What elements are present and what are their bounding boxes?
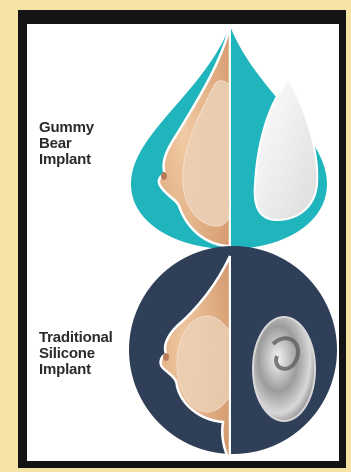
gummy-bear-implant-label: Gummy Bear Implant <box>39 120 94 168</box>
implant-diagram <box>27 24 339 461</box>
image-frame: Gummy Bear Implant Traditional Silicone … <box>18 10 346 468</box>
silicone-implant-side-view <box>177 316 237 412</box>
nipple-bottom <box>163 353 169 361</box>
diagram-canvas: Gummy Bear Implant Traditional Silicone … <box>27 24 339 461</box>
traditional-silicone-implant-label: Traditional Silicone Implant <box>39 330 113 378</box>
nipple-top <box>161 172 167 180</box>
